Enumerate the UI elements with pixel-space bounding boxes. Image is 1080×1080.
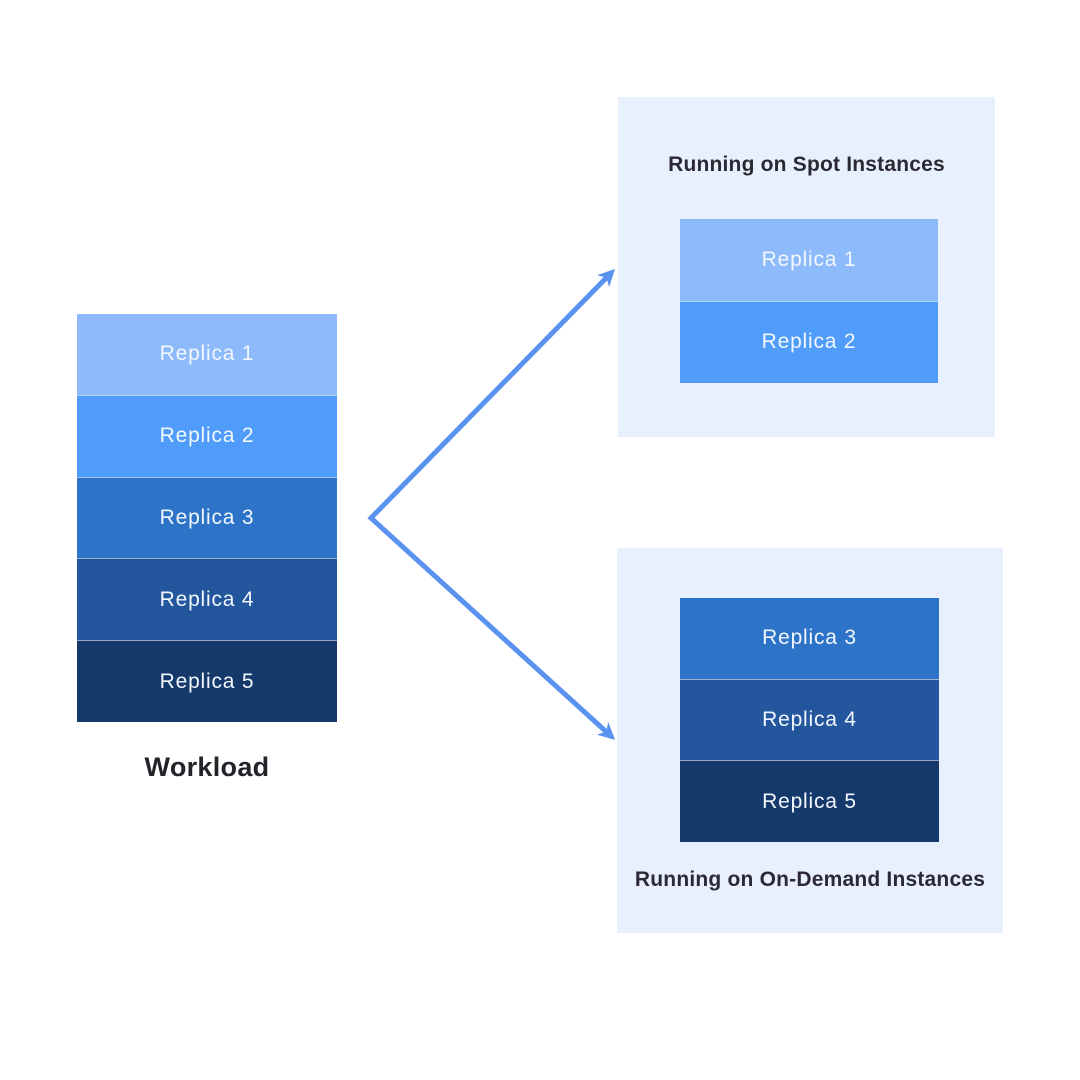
replica-block: Replica 4 xyxy=(77,558,337,641)
split-arrow-workload-to-panels xyxy=(367,268,616,740)
replica-block: Replica 5 xyxy=(680,760,939,843)
replica-block: Replica 5 xyxy=(77,640,337,722)
replica-block: Replica 2 xyxy=(77,394,337,477)
replica-label: Replica 3 xyxy=(762,626,857,650)
replica-block: Replica 3 xyxy=(680,598,939,679)
ondemand-panel-title: Running on On-Demand Instances xyxy=(634,868,986,891)
replica-block: Replica 1 xyxy=(680,219,938,301)
replica-block: Replica 1 xyxy=(77,314,337,395)
replica-label: Replica 2 xyxy=(761,330,857,354)
replica-block: Replica 4 xyxy=(680,678,939,761)
ondemand-instances-panel: Replica 3 Replica 4 Replica 5 Running on… xyxy=(617,548,1003,933)
replica-label: Replica 1 xyxy=(761,247,857,271)
replica-label: Replica 4 xyxy=(159,587,255,611)
workload-stack: Replica 1 Replica 2 Replica 3 Replica 4 … xyxy=(77,314,337,722)
replica-label: Replica 1 xyxy=(159,342,255,366)
spot-replica-stack: Replica 1 Replica 2 xyxy=(680,219,938,383)
ondemand-replica-stack: Replica 3 Replica 4 Replica 5 xyxy=(680,598,939,843)
replica-label: Replica 3 xyxy=(159,505,255,529)
replica-label: Replica 5 xyxy=(762,789,857,813)
replica-label: Replica 4 xyxy=(762,708,857,731)
replica-label: Replica 2 xyxy=(159,424,255,448)
replica-block: Replica 2 xyxy=(680,300,938,383)
spot-instances-panel: Running on Spot Instances Replica 1 Repl… xyxy=(618,97,995,437)
replica-label: Replica 5 xyxy=(159,669,255,693)
spot-panel-title: Running on Spot Instances xyxy=(668,153,945,176)
workload-title: Workload xyxy=(144,752,270,782)
replica-block: Replica 3 xyxy=(77,476,337,559)
